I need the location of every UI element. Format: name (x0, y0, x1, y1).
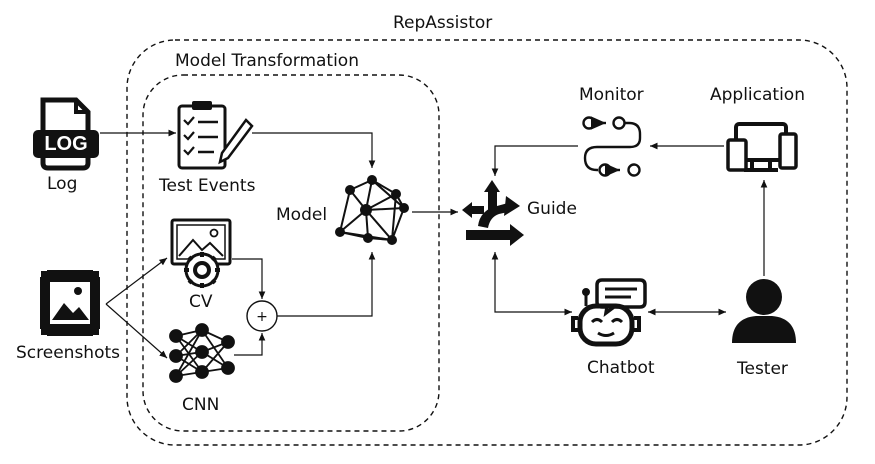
edge-screenshots-to-cnn (105, 303, 168, 359)
log-file-icon (33, 97, 99, 171)
screenshot-image-icon (39, 269, 101, 337)
edge-guide-chatbot (491, 252, 572, 316)
edge-cnn-to-combine (234, 333, 266, 356)
repassistor-title: RepAssistor (393, 13, 493, 33)
guide-label: Guide (527, 199, 577, 219)
test-events-label: Test Events (159, 176, 256, 196)
log-label: Log (47, 174, 78, 194)
model-transformation-container (142, 74, 440, 432)
robot-chat-icon (571, 278, 647, 347)
monitor-label: Monitor (579, 85, 644, 105)
flow-monitor-icon (582, 116, 642, 177)
chatbot-label: Chatbot (587, 358, 655, 378)
log-icon-text: LOG (44, 133, 87, 155)
edge-cv-to-combine (232, 258, 266, 299)
cnn-label: CNN (182, 395, 220, 415)
edge-test-events-to-model (252, 132, 376, 168)
edge-screenshots-to-cv (105, 257, 168, 305)
edge-monitor-to-guide (491, 145, 578, 176)
model-transformation-title: Model Transformation (175, 51, 359, 71)
cv-label: CV (189, 292, 213, 312)
screenshots-label: Screenshots (16, 343, 121, 363)
edge-combine-to-model (277, 252, 376, 317)
devices-icon (726, 122, 798, 172)
combine-symbol: + (256, 309, 268, 325)
repassistor-container (126, 39, 848, 446)
application-label: Application (710, 85, 805, 105)
image-processing-icon (170, 218, 232, 288)
model-label: Model (276, 205, 328, 225)
network-graph-icon (335, 175, 409, 245)
tester-label: Tester (737, 359, 788, 379)
person-icon (732, 279, 796, 343)
direction-arrows-icon (462, 180, 524, 246)
neural-network-icon (169, 323, 235, 383)
checklist-icon (177, 101, 254, 170)
